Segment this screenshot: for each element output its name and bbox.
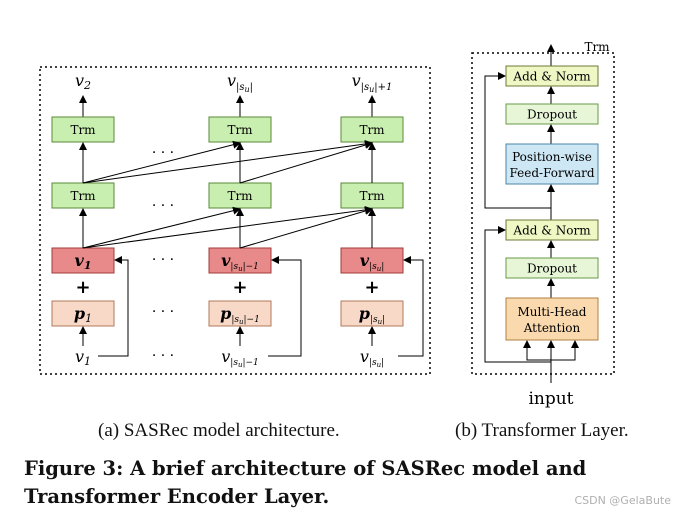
item-embedding-box — [208, 247, 272, 274]
watermark: CSDN @GelaBute — [574, 494, 671, 507]
positional-embedding-label-2: p|su|−1 — [220, 304, 260, 326]
output-labels: v2 v|su| v|su|+1 — [75, 71, 392, 94]
input-label-3: v|su| — [360, 347, 384, 369]
positional-embedding-label-3: p|su| — [359, 304, 385, 326]
item-embedding-box — [340, 247, 404, 274]
trm-label: Trm — [70, 123, 96, 137]
trm-label: Trm — [227, 123, 253, 137]
input-label: input — [528, 389, 573, 409]
feed-forward-box — [505, 143, 599, 185]
input-labels: v1 v|su|−1 v|su| — [75, 347, 384, 369]
trm-label: Trm — [70, 189, 96, 203]
positional-embedding-box — [208, 300, 272, 327]
trm-box — [340, 116, 404, 143]
item-embedding-row: v1 v|su|−1 v|su| — [51, 247, 404, 274]
input-label-1: v1 — [75, 347, 91, 368]
svg-text:· · ·: · · · — [152, 304, 174, 320]
plus-signs: + + + — [75, 277, 379, 298]
output-label-2: v|su| — [227, 71, 253, 94]
item-embedding-label-2: v|su|−1 — [221, 251, 259, 273]
trm-label: Trm — [359, 123, 385, 137]
trm-box — [340, 182, 404, 209]
svg-text:+: + — [364, 277, 379, 298]
sasrec-dotted-frame — [39, 66, 431, 375]
trm-box — [51, 182, 115, 209]
svg-text:· · ·: · · · — [152, 145, 174, 161]
input-label-2: v|su|−1 — [221, 347, 259, 369]
svg-text:Attention: Attention — [523, 321, 581, 335]
positional-embedding-row: p1 p|su|−1 p|su| — [51, 300, 404, 327]
svg-text:+: + — [75, 277, 90, 298]
svg-text:· · ·: · · · — [152, 348, 174, 364]
architecture-diagram: v2 v|su| v|su|+1 Trm Trm Trm Trm Trm Trm… — [39, 40, 615, 409]
trm-label: Trm — [227, 189, 253, 203]
caption-a: (a) SASRec model architecture. — [98, 420, 340, 441]
positional-embedding-label-1: p1 — [74, 304, 92, 325]
svg-text:Feed-Forward: Feed-Forward — [509, 166, 594, 180]
trm-middle-row: Trm Trm Trm — [51, 182, 404, 209]
svg-text:Multi-Head: Multi-Head — [518, 305, 587, 319]
svg-text:Add & Norm: Add & Norm — [512, 224, 591, 238]
svg-text:Add & Norm: Add & Norm — [512, 70, 591, 84]
trm-box — [51, 116, 115, 143]
svg-text:Dropout: Dropout — [527, 108, 577, 122]
transformer-title: Trm — [584, 40, 610, 54]
caption-b: (b) Transformer Layer. — [455, 420, 629, 441]
svg-text:Dropout: Dropout — [527, 262, 577, 276]
svg-text:Position-wise: Position-wise — [512, 150, 592, 164]
ellipsis-markers: · · · · · · · · · · · · · · · — [152, 145, 174, 364]
svg-text:+: + — [232, 277, 247, 298]
trm-label: Trm — [359, 189, 385, 203]
transformer-dotted-frame — [471, 52, 615, 375]
multi-head-attention-box — [505, 297, 599, 341]
svg-text:· · ·: · · · — [152, 252, 174, 268]
output-label-3: v|su|+1 — [352, 71, 393, 94]
figure-caption: Figure 3: A brief architecture of SASRec… — [24, 457, 587, 508]
positional-embedding-box — [340, 300, 404, 327]
trm-box — [208, 182, 272, 209]
svg-text:· · ·: · · · — [152, 198, 174, 214]
trm-top-row: Trm Trm Trm — [51, 116, 404, 143]
item-embedding-label-3: v|su| — [360, 251, 385, 273]
output-label-1: v2 — [75, 71, 91, 92]
item-embedding-label-1: v1 — [75, 251, 92, 272]
